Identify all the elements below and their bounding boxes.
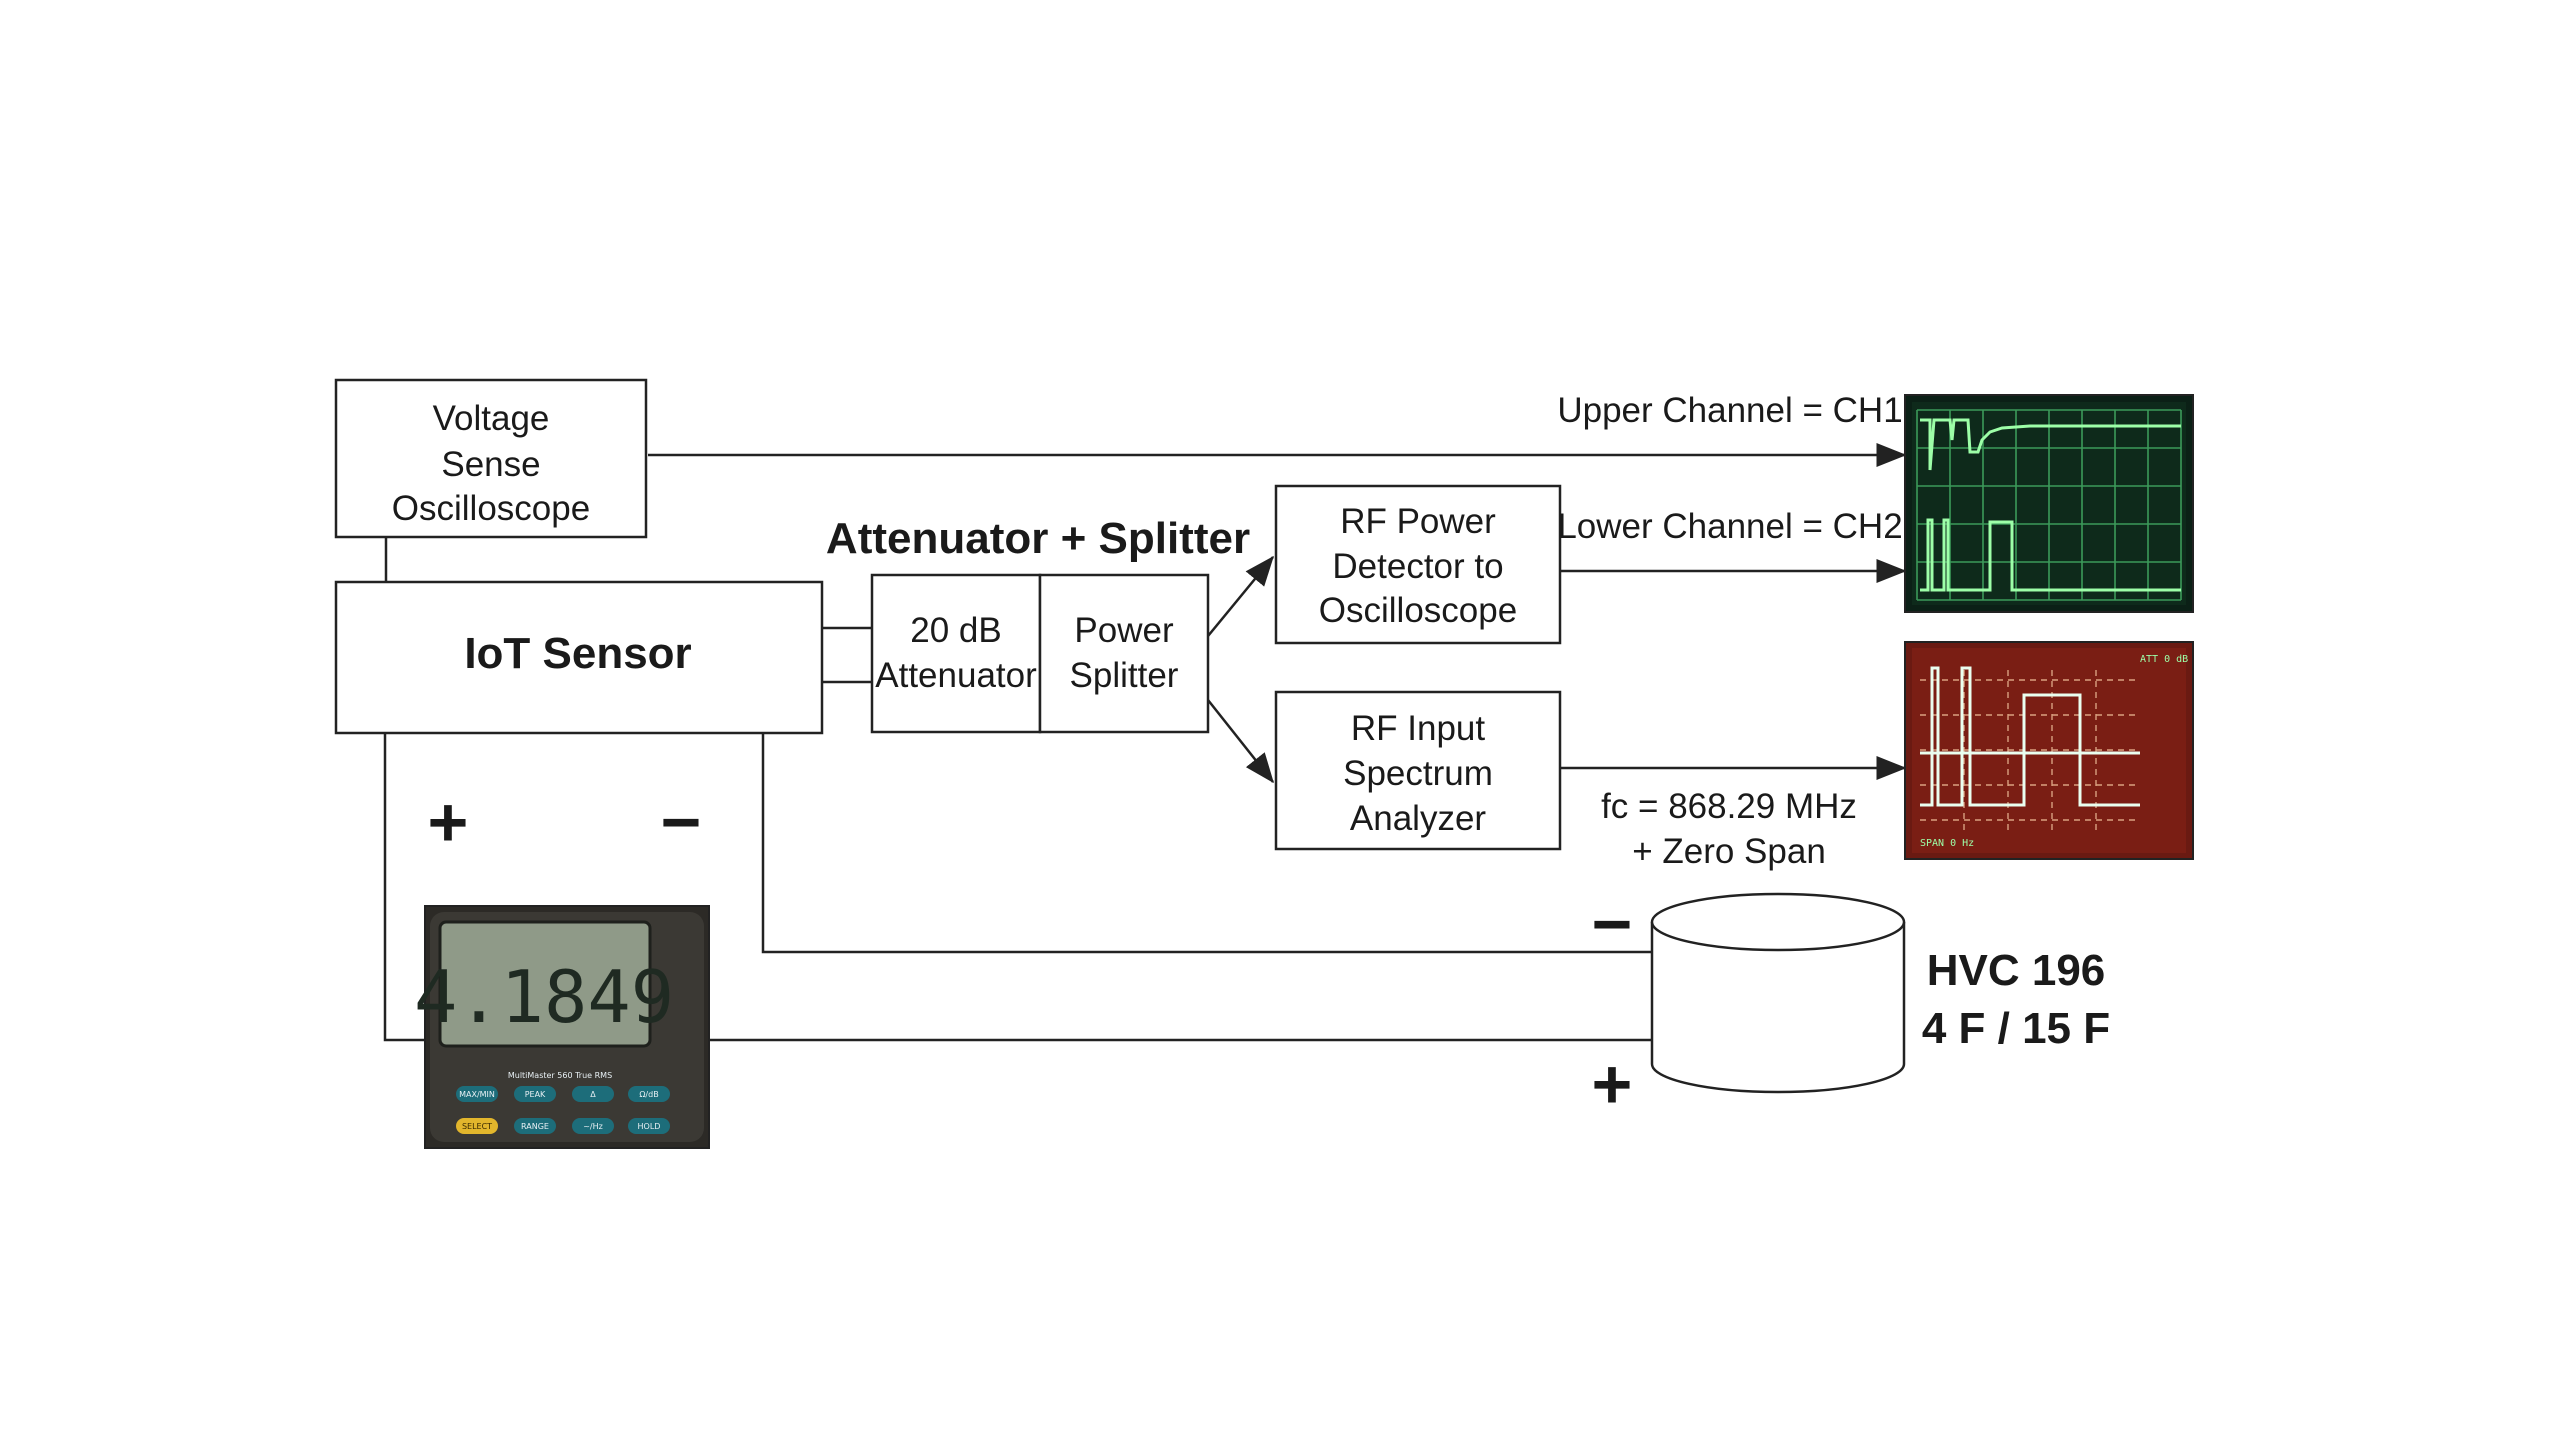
multimeter-photo: 4.1849 MultiMaster 560 True RMS MAX/MIN … [414,905,710,1149]
multimeter-lcd [438,920,652,1048]
voltage-scope-line3: Oscilloscope [392,489,590,528]
analyzer-trace [1920,666,2140,807]
attenuator-line1: 20 dB [910,611,1001,650]
multimeter-button-label: SELECT [462,1122,492,1131]
rf-analyzer-line1: RF Input [1351,709,1485,748]
multimeter-button-label: ~/Hz [583,1122,603,1131]
spectrum-analyzer-screen-photo: ATT 0 dB SPAN 0 Hz [1904,641,2194,860]
oscilloscope-screen-photo [1904,394,2194,613]
attenuator-splitter-title: Attenuator + Splitter [826,514,1250,563]
capacitor-minus-sign: − [1592,885,1633,963]
capacitor-plus-sign: + [1592,1045,1633,1123]
multimeter-reading: 4.1849 [414,955,674,1039]
iot-minus-sign: − [661,783,702,861]
capacitor-cylinder [1650,892,1906,1094]
upper-channel-label: Upper Channel = CH1 [1557,391,1902,430]
ch2-trace [1920,518,2181,592]
rf-analyzer-line3: Analyzer [1350,799,1487,838]
rf-detector-line2: Detector to [1332,547,1503,586]
voltage-scope-line2: Sense [441,445,540,484]
multimeter-button-label: HOLD [638,1122,661,1131]
iot-sensor-block: IoT Sensor [334,580,824,735]
analyzer-top-text: ATT 0 dB [2140,654,2188,665]
splitter-line1: Power [1074,611,1174,650]
voltage-sense-oscilloscope-block: Voltage Sense Oscilloscope [334,378,648,539]
spectrum-fc-label: fc = 868.29 MHz [1601,787,1857,826]
capacitor-label-line2: 4 F / 15 F [1922,1004,2110,1053]
multimeter-button-label: MAX/MIN [459,1090,495,1099]
spectrum-span-label: + Zero Span [1632,832,1826,871]
iot-sensor-label: IoT Sensor [464,629,691,678]
attenuator-line2: Attenuator [875,656,1037,695]
ch1-trace [1920,418,2181,471]
analyzer-bottom-text: SPAN 0 Hz [1920,838,1974,849]
wire-positive-left [383,665,425,1042]
lower-channel-label: Lower Channel = CH2 [1557,507,1902,546]
multimeter-button-label: RANGE [521,1122,549,1131]
rf-detector-line3: Oscilloscope [1319,591,1517,630]
analyzer-grid [1920,670,2140,830]
iot-plus-sign: + [428,783,469,861]
oscilloscope-grid [1916,409,2182,601]
multimeter-buttons: MAX/MIN PEAK Δ Ω/dB SELECT RANGE ~/Hz HO… [456,1086,670,1134]
wire-splitter-to-analyzer [1207,699,1274,784]
wire-negative [761,733,1652,954]
multimeter-button-label: Ω/dB [639,1090,658,1099]
capacitor-label-line1: HVC 196 [1927,946,2106,995]
splitter-line2: Splitter [1070,656,1179,695]
rf-detector-line1: RF Power [1340,502,1496,541]
power-splitter-block: Power Splitter [1038,573,1210,734]
rf-power-detector-block: RF Power Detector to Oscilloscope [1274,484,1562,645]
voltage-scope-line1: Voltage [433,399,550,438]
wire-splitter-to-detector [1207,555,1274,637]
rf-spectrum-analyzer-block: RF Input Spectrum Analyzer [1274,690,1562,851]
multimeter-button-label: PEAK [525,1090,546,1099]
attenuator-block: 20 dB Attenuator [870,573,1042,734]
rf-analyzer-line2: Spectrum [1343,754,1493,793]
multimeter-button-label: Δ [590,1090,596,1099]
multimeter-brand: MultiMaster 560 True RMS [508,1071,612,1080]
